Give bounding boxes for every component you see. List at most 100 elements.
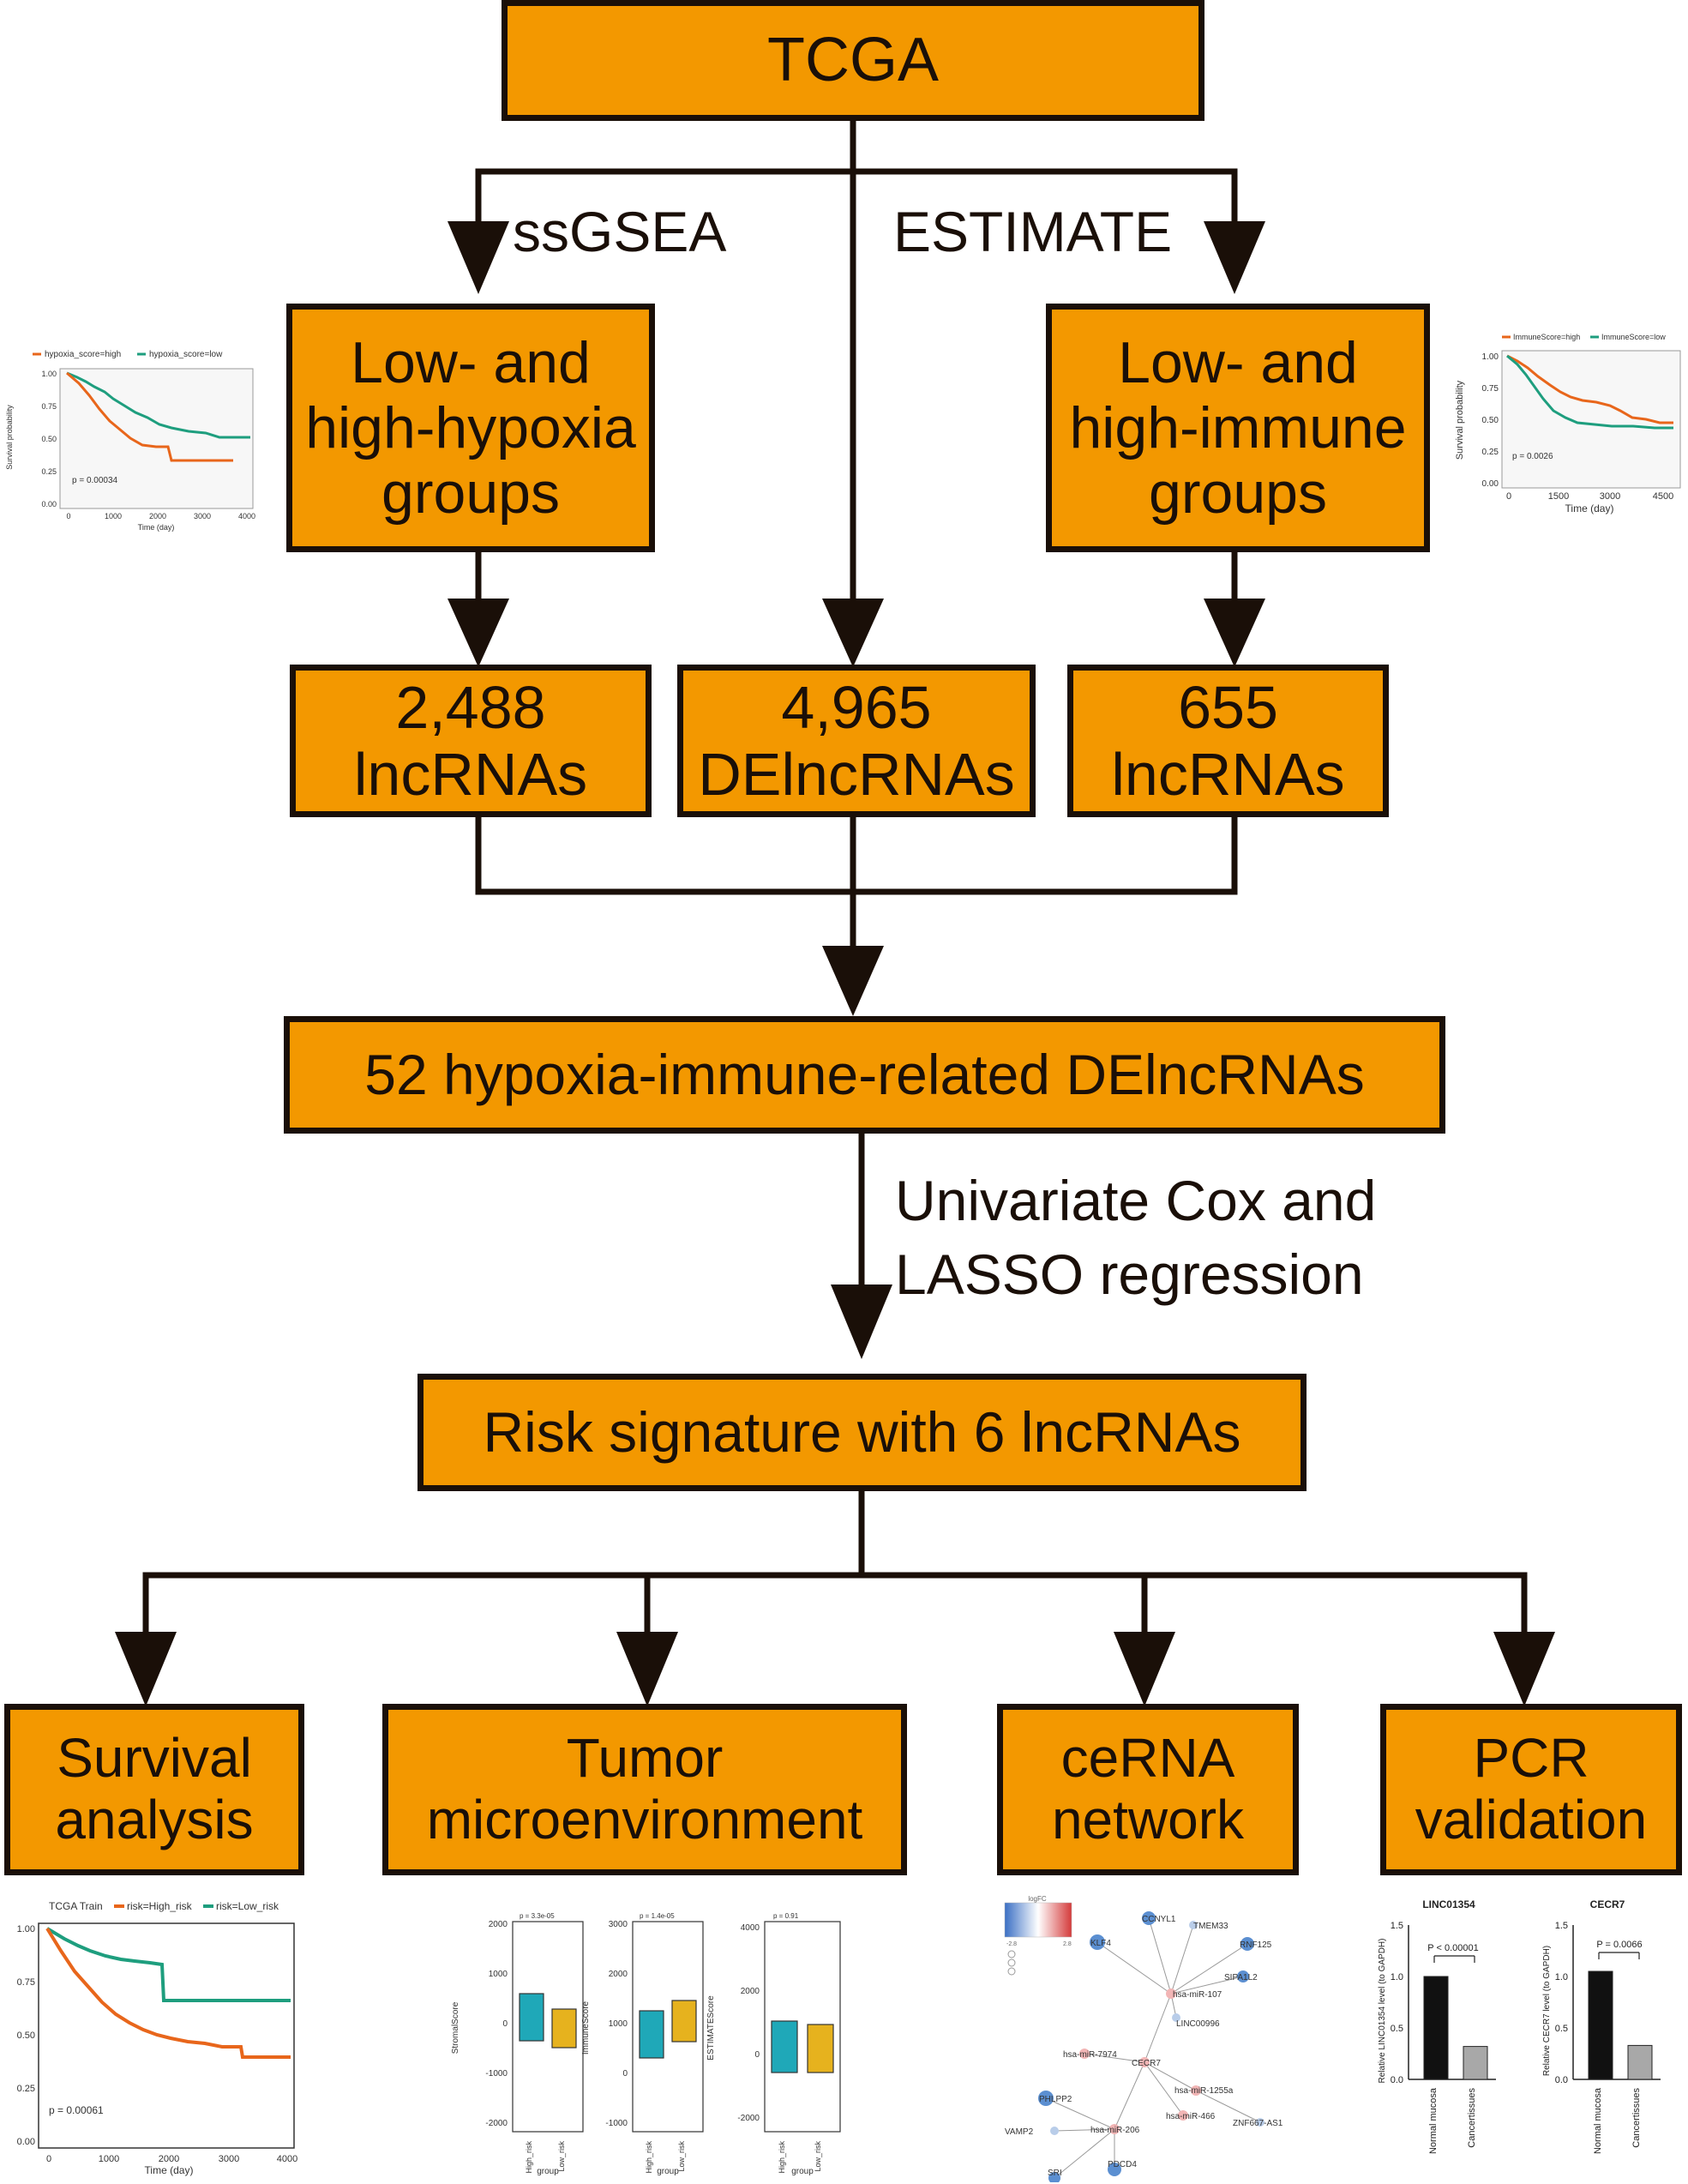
stromal-boxplot: StromalScore 2000 1000 0 -1000 -2000 p =… — [451, 1912, 584, 2176]
tick-label: 3000 — [194, 512, 211, 520]
tick-label: 0.0 — [1391, 2075, 1403, 2085]
tick-label: 3000 — [1600, 491, 1620, 502]
label-estimate: ESTIMATE — [893, 200, 1173, 263]
node-label: hsa-miR-1255a — [1174, 2086, 1234, 2096]
tick-label: Cancertissues — [1631, 2088, 1642, 2148]
tick-label: 0.5 — [1555, 2024, 1568, 2034]
legend-entry: hypoxia_score=low — [149, 350, 223, 359]
tick-label: 1.00 — [17, 1924, 35, 1934]
bar — [1463, 2046, 1488, 2080]
tick-label: 1000 — [609, 2019, 628, 2029]
node-label: KLF4 — [1090, 1939, 1111, 1948]
tick-label: 0.00 — [17, 2137, 35, 2147]
arrowhead — [1114, 1632, 1175, 1706]
arrowhead — [1204, 221, 1265, 294]
arrowhead — [448, 221, 509, 294]
tick-label: -2.8 — [1006, 1941, 1017, 1947]
box-risk-signature: Risk signature with 6 lncRNAs — [417, 1374, 1307, 1491]
tick-label: Low_risk — [557, 2141, 566, 2172]
arrowhead — [831, 1285, 892, 1359]
tick-label: 0.00 — [41, 500, 57, 508]
tick-label: 0.25 — [17, 2084, 35, 2094]
legend-entry: ImmuneScore=high — [1513, 333, 1580, 341]
legend-entry: risk=Low_risk — [216, 1900, 279, 1912]
axis-label: Time (day) — [1565, 502, 1614, 514]
tick-label: 4000 — [277, 2154, 297, 2164]
axis-label: Relative LINC01354 level (to GAPDH) — [1378, 1939, 1387, 2084]
axis-label: StromalScore — [451, 2001, 460, 2054]
box-hypoxia-immune-delncrnas: 52 hypoxia-immune-related DElncRNAs — [284, 1016, 1445, 1134]
tick-label: 1000 — [105, 512, 122, 520]
axis-label: Relative CECR7 level (to GAPDH) — [1542, 1946, 1552, 2076]
tick-label: 0 — [622, 2069, 628, 2079]
p-value: p = 0.91 — [773, 1912, 799, 1920]
axis-label: ESTIMATEScore — [706, 1995, 716, 2061]
tick-label: Cancertissues — [1467, 2088, 1477, 2148]
axis-label: Survival probability — [5, 405, 14, 470]
tick-label: High_risk — [645, 2141, 653, 2174]
pcr-chart-cecr7: CECR7 Relative CECR7 level (to GAPDH) 1.… — [1542, 1898, 1661, 2154]
tick-label: 2000 — [741, 1987, 760, 1996]
axis-label: Survival probability — [1455, 380, 1465, 460]
tick-label: -2000 — [737, 2114, 760, 2123]
tick-label: -1000 — [485, 2069, 508, 2079]
cerna-network-thumbnail: logFC -2.8 2.8 — [994, 1891, 1320, 2182]
tick-label: 1.00 — [41, 370, 57, 378]
box-tcga: TCGA — [502, 0, 1204, 121]
tick-label: 0.50 — [17, 2031, 35, 2041]
node-label: hsa-miR-107 — [1173, 1990, 1222, 2000]
axis-label: group — [791, 2167, 814, 2176]
node-label: PHLPP2 — [1039, 2095, 1072, 2104]
tick-label: 1.5 — [1555, 1921, 1568, 1931]
node-label: SIPA1L2 — [1224, 1973, 1258, 1982]
pcr-chart-linc01354: LINC01354 Relative LINC01354 level (to G… — [1378, 1898, 1496, 2154]
legend-title: logFC — [1028, 1895, 1047, 1903]
legend-entry: ImmuneScore=low — [1601, 333, 1666, 341]
arrowhead — [1204, 599, 1265, 667]
hypoxia-km-thumbnail: hypoxia_score=high hypoxia_score=low Sur… — [0, 330, 257, 536]
tick-label: 0.25 — [1482, 448, 1499, 457]
estimate-boxplot: ESTIMATEScore 4000 2000 0 -2000 p = 0.91… — [706, 1912, 841, 2176]
node-label: CCNYL1 — [1142, 1915, 1176, 1924]
tick-label: 4000 — [238, 512, 255, 520]
node-label: PDCD4 — [1108, 2160, 1137, 2169]
node-label: hsa-miR-7974 — [1063, 2050, 1117, 2060]
tick-label: 1000 — [99, 2154, 119, 2164]
tick-label: 0.00 — [1482, 479, 1499, 489]
p-value: p = 0.0026 — [1512, 452, 1553, 461]
node-label: LINC00996 — [1176, 2019, 1220, 2029]
tick-label: 0.50 — [1482, 416, 1499, 425]
arrowhead — [616, 1632, 678, 1706]
tick-label: High_risk — [525, 2141, 533, 2174]
node-label: SRI — [1048, 2169, 1062, 2178]
tick-label: Normal mucosa — [1428, 2087, 1439, 2154]
arrowhead — [448, 599, 509, 667]
node-label: RNF125 — [1240, 1940, 1272, 1950]
tick-label: Low_risk — [814, 2141, 822, 2172]
tick-label: 4000 — [741, 1923, 760, 1933]
node-label: hsa-miR-466 — [1166, 2112, 1216, 2121]
axis-label: ImmuneScore — [581, 2000, 591, 2055]
tick-label: 0 — [754, 2050, 760, 2060]
tick-label: 1500 — [1548, 491, 1569, 502]
arrowhead — [822, 946, 884, 1016]
tick-label: 1.5 — [1391, 1921, 1403, 1931]
tick-label: 1.00 — [1482, 352, 1499, 362]
legend-entry: hypoxia_score=high — [45, 350, 121, 359]
axis-label: group — [537, 2167, 559, 2176]
pcr-bar-charts-thumbnail: LINC01354 Relative LINC01354 level (to G… — [1350, 1891, 1685, 2182]
tick-label: 4500 — [1653, 491, 1673, 502]
tick-label: 1.0 — [1391, 1972, 1403, 1982]
axis-label: Time (day) — [145, 2164, 194, 2176]
tick-label: 0 — [46, 2154, 51, 2164]
node-label: hsa-miR-206 — [1090, 2126, 1140, 2135]
tick-label: 0 — [66, 512, 70, 520]
bar — [1627, 2044, 1653, 2080]
